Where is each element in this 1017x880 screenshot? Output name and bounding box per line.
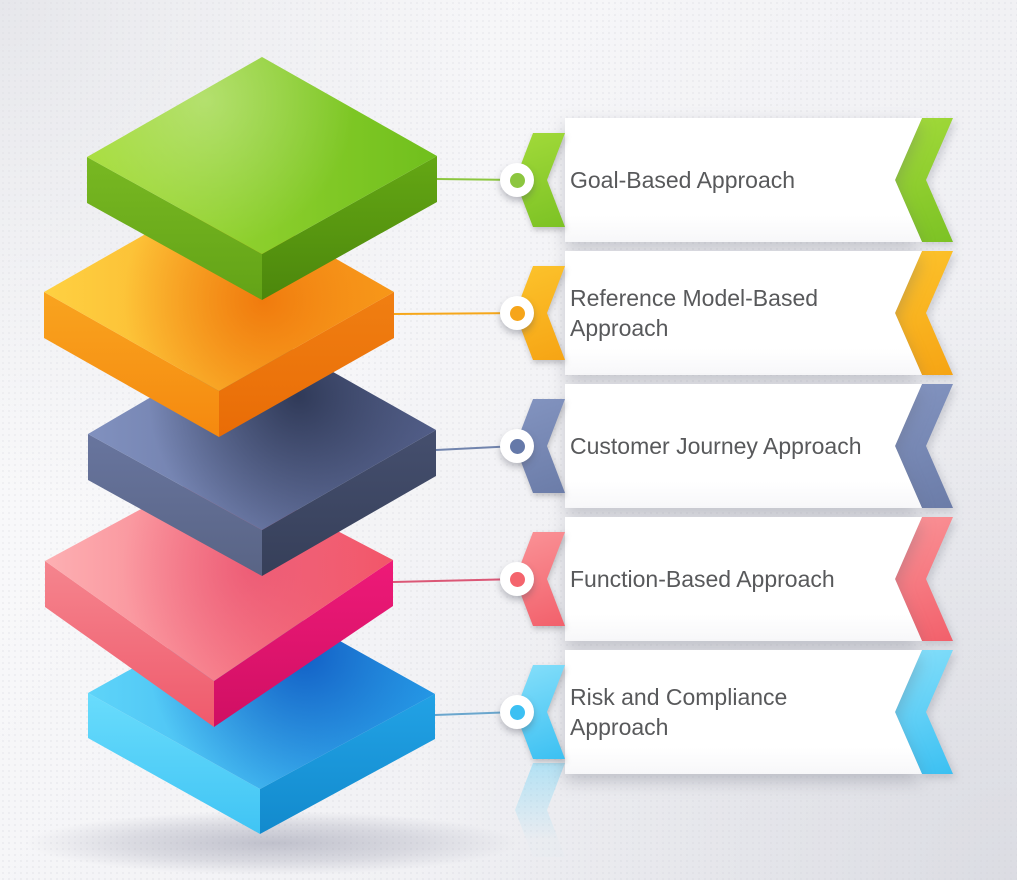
item-row-goal-based: Goal-Based Approach (0, 118, 1017, 242)
dot-icon (509, 172, 525, 188)
item-panel-surface (565, 384, 922, 508)
item-label: Risk and Compliance Approach (570, 684, 788, 740)
item-row-reference-model: Reference Model-Based Approach (0, 251, 1017, 375)
item-row-risk-compliance: Risk and Compliance Approach (0, 650, 1017, 857)
item-label: Reference Model-Based Approach (570, 285, 819, 341)
slate-right-face (262, 430, 436, 576)
item-panel (565, 251, 922, 375)
green-right-face (262, 156, 437, 300)
pink-right-face (214, 560, 393, 727)
item-row-customer-journey: Customer Journey Approach (0, 384, 1017, 508)
orange-top-shade (44, 192, 394, 391)
item-panel (565, 650, 922, 774)
ground-shadow (27, 811, 517, 875)
item-panel (565, 517, 922, 641)
cyan-left-face (88, 693, 260, 834)
item-panel-surface (565, 251, 922, 375)
connector-dot-cyan (500, 695, 534, 729)
item-label: Function-Based Approach (570, 566, 835, 592)
dot-icon (509, 571, 525, 587)
item-panel-surface (565, 650, 922, 774)
stack-layer-slate (88, 332, 436, 576)
stack-layer-green (87, 57, 437, 300)
connector-dot-orange (500, 296, 534, 330)
dot-icon (509, 704, 525, 720)
orange-right-face (219, 292, 394, 437)
item-panel-surface (565, 517, 922, 641)
item-panel-surface (565, 118, 922, 242)
connector-dot-green (500, 163, 534, 197)
dot-icon (509, 305, 525, 321)
connector-line-pink (392, 578, 518, 583)
pink-left-face (45, 561, 214, 727)
cyan-right-face (260, 694, 435, 834)
connector-dot-slate (500, 429, 534, 463)
connector-line-orange (393, 312, 518, 315)
slate-top-shade (88, 332, 436, 530)
item-label: Customer Journey Approach (570, 433, 862, 459)
orange-left-face (44, 292, 219, 437)
dot-icon (509, 438, 525, 454)
item-row-function-based: Function-Based Approach (0, 517, 1017, 641)
green-left-face (87, 157, 262, 300)
stack-layer-orange (44, 192, 394, 437)
green-top-light (87, 57, 437, 254)
item-label: Goal-Based Approach (570, 167, 796, 193)
connector-dot-pink (500, 562, 534, 596)
slate-left-face (88, 434, 262, 576)
item-panel (565, 384, 922, 508)
item-panel (565, 118, 922, 242)
